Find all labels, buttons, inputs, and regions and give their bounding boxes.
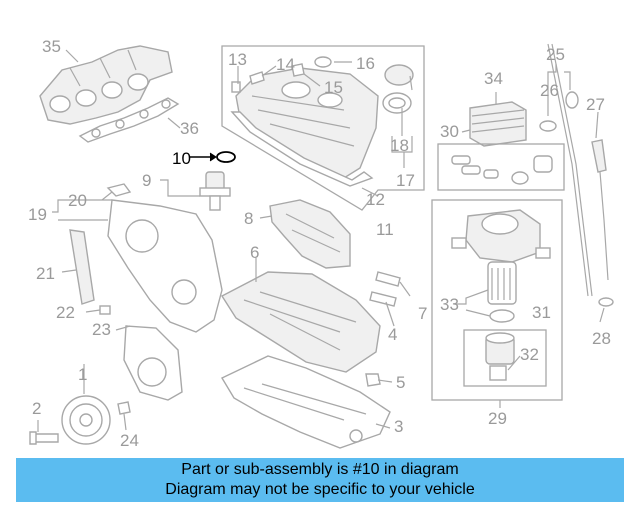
callout-24: 24	[120, 431, 139, 450]
oil-cooler	[469, 101, 527, 147]
callout-15: 15	[324, 78, 343, 97]
callout-32: 32	[520, 345, 539, 364]
oil-filter-housing	[451, 209, 551, 263]
callout-30: 30	[440, 122, 459, 141]
part-14	[249, 71, 265, 85]
dipstick-handle	[565, 91, 579, 109]
dipstick-seal	[539, 120, 557, 132]
pulley-bolt	[29, 431, 59, 445]
callout-9: 9	[142, 171, 151, 190]
callout-5: 5	[396, 373, 405, 392]
upper-oil-pan	[220, 271, 381, 373]
valve-cover-frame	[221, 45, 425, 211]
lower-oil-pan	[221, 355, 391, 449]
callout-27: 27	[586, 95, 605, 114]
callout-19: 19	[28, 205, 47, 224]
intake-gasket	[78, 97, 180, 143]
gasket-set	[451, 155, 553, 185]
callout-20: 20	[68, 191, 87, 210]
part-8	[269, 199, 351, 269]
oil-filter-housing-frame	[431, 199, 563, 401]
intake-manifold	[39, 45, 173, 125]
crank-pulley	[61, 395, 111, 445]
callout-11: 11	[376, 220, 394, 239]
callout-13: 13	[228, 50, 247, 69]
callout-29: 29	[488, 409, 507, 428]
callout-36: 36	[180, 119, 199, 138]
callout-10: 10	[172, 149, 191, 168]
callout-4: 4	[388, 325, 397, 344]
callout-23: 23	[92, 320, 111, 339]
info-banner: Part or sub-assembly is #10 in diagram D…	[16, 458, 624, 502]
callout-16: 16	[356, 54, 375, 73]
leader-lines	[37, 49, 605, 432]
callout-8: 8	[244, 209, 253, 228]
callout-3: 3	[394, 417, 403, 436]
bolt-24	[117, 401, 131, 415]
callout-7: 7	[418, 304, 427, 323]
valve-cover	[230, 67, 379, 187]
o-ring-10-icon	[216, 151, 236, 163]
oil-level-sensor	[199, 171, 231, 211]
callout-25: 25	[546, 45, 565, 64]
filter-cap-frame	[463, 329, 547, 387]
timing-cover	[107, 199, 223, 333]
callout-17: 17	[396, 171, 415, 190]
bolt-22	[99, 305, 111, 315]
banner-line-1: Part or sub-assembly is #10 in diagram	[181, 461, 459, 478]
callout-18: 18	[390, 136, 409, 155]
callout-26: 26	[540, 81, 559, 100]
callout-33: 33	[440, 295, 459, 314]
callout-labels: 35 36 13 14 15 16 18 17 12 11 10 9 20 19…	[28, 37, 611, 450]
bracket-7b	[369, 291, 397, 307]
callout-14: 14	[276, 55, 295, 74]
parts-diagram: 35 36 13 14 15 16 18 17 12 11 10 9 20 19…	[28, 37, 614, 450]
banner-line-2: Diagram may not be specific to your vehi…	[165, 481, 475, 498]
callout-34: 34	[484, 69, 503, 88]
filter-cap	[485, 332, 515, 381]
callout-28: 28	[592, 329, 611, 348]
oil-filter	[487, 261, 517, 323]
callout-2: 2	[32, 399, 41, 418]
seal-16	[314, 56, 332, 68]
bracket-7a	[375, 271, 401, 287]
callout-12: 12	[366, 190, 385, 209]
bolt-13	[231, 81, 241, 93]
callout-22: 22	[56, 303, 75, 322]
callout-1: 1	[78, 365, 87, 384]
drain-plug	[365, 373, 381, 387]
oil-cap	[384, 64, 414, 86]
part-20	[106, 183, 132, 197]
dipstick-tube-top	[591, 139, 607, 173]
callout-31: 31	[532, 303, 551, 322]
tube-seal	[598, 297, 614, 307]
callout-35: 35	[42, 37, 61, 56]
callout-6: 6	[250, 243, 259, 262]
callout-21: 21	[36, 264, 55, 283]
dipstick	[547, 43, 589, 297]
gasket-set-frame	[437, 143, 565, 191]
chain-guide	[69, 229, 95, 305]
